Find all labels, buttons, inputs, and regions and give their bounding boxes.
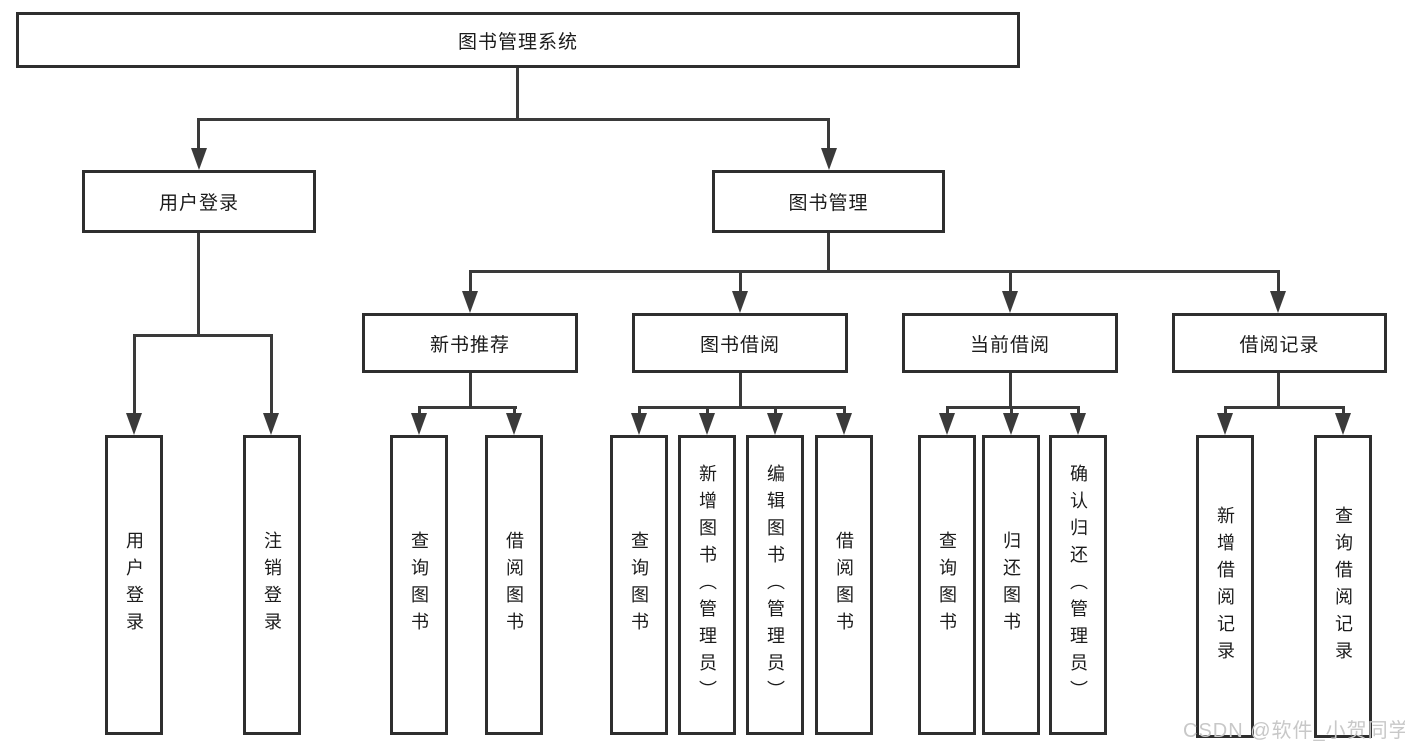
arrow-down-icon	[821, 148, 837, 170]
arrow-down-icon	[126, 413, 142, 435]
leaf-logout-label: 注销登录	[262, 531, 282, 639]
node-user-login: 用户登录	[82, 170, 316, 233]
node-borrowing-records: 借阅记录	[1172, 313, 1387, 373]
leaf-br-query-record: 查询借阅记录	[1314, 435, 1372, 738]
arrow-down-icon	[1335, 413, 1351, 435]
leaf-nb-query-books-label: 查询图书	[409, 531, 429, 639]
connector-line	[1277, 373, 1280, 409]
node-book-management-label: 图书管理	[788, 193, 869, 214]
connector-line	[739, 373, 742, 409]
leaf-user-login-label: 用户登录	[124, 531, 144, 639]
leaf-cb-return-books: 归还图书	[982, 435, 1040, 735]
leaf-bb-edit-books-admin-label: 编辑图书（管理员）	[765, 463, 785, 707]
node-current-borrowing: 当前借阅	[902, 313, 1118, 373]
arrow-down-icon	[263, 413, 279, 435]
leaf-cb-confirm-return-admin-label: 确认归还（管理员）	[1068, 463, 1088, 707]
leaf-user-login: 用户登录	[105, 435, 163, 735]
connector-line	[197, 118, 200, 152]
arrow-down-icon	[699, 413, 715, 435]
node-new-book-recommend-label: 新书推荐	[429, 334, 510, 356]
connector-line	[133, 334, 136, 430]
leaf-logout: 注销登录	[243, 435, 301, 735]
leaf-bb-add-books-admin-label: 新增图书（管理员）	[697, 463, 717, 707]
connector-line	[516, 68, 519, 120]
connector-line	[827, 118, 830, 152]
node-root: 图书管理系统	[16, 12, 1020, 68]
node-borrowing-records-label: 借阅记录	[1239, 334, 1320, 356]
leaf-nb-borrow-books: 借阅图书	[485, 435, 543, 735]
connector-line	[739, 270, 742, 295]
node-book-management: 图书管理	[712, 170, 945, 233]
leaf-bb-query-books-label: 查询图书	[629, 531, 649, 639]
arrow-down-icon	[411, 413, 427, 435]
connector-line	[469, 373, 472, 409]
node-new-book-recommend: 新书推荐	[362, 313, 578, 373]
leaf-bb-add-books-admin: 新增图书（管理员）	[678, 435, 736, 735]
connector-line	[1277, 270, 1280, 295]
leaf-cb-query-books-label: 查询图书	[937, 531, 957, 639]
leaf-cb-confirm-return-admin: 确认归还（管理员）	[1049, 435, 1107, 735]
arrow-down-icon	[1217, 413, 1233, 435]
node-root-label: 图书管理系统	[457, 31, 578, 53]
node-user-login-label: 用户登录	[158, 193, 239, 214]
arrow-down-icon	[767, 413, 783, 435]
leaf-bb-edit-books-admin: 编辑图书（管理员）	[746, 435, 804, 735]
arrow-down-icon	[462, 291, 478, 313]
leaf-bb-query-books: 查询图书	[610, 435, 668, 735]
connector-line	[197, 118, 830, 121]
leaf-br-add-record: 新增借阅记录	[1196, 435, 1254, 738]
leaf-br-query-record-label: 查询借阅记录	[1333, 505, 1353, 668]
connector-line	[1224, 406, 1344, 409]
connector-line	[270, 334, 273, 430]
arrow-down-icon	[1003, 413, 1019, 435]
arrow-down-icon	[1070, 413, 1086, 435]
leaf-br-add-record-label: 新增借阅记录	[1215, 505, 1235, 668]
arrow-down-icon	[191, 148, 207, 170]
arrow-down-icon	[631, 413, 647, 435]
leaf-bb-borrow-books-label: 借阅图书	[834, 531, 854, 639]
connector-line	[1009, 373, 1012, 409]
arrow-down-icon	[939, 413, 955, 435]
connector-line	[469, 270, 472, 295]
connector-line	[133, 334, 273, 337]
leaf-nb-query-books: 查询图书	[390, 435, 448, 735]
leaf-cb-return-books-label: 归还图书	[1001, 531, 1021, 639]
connector-line	[1009, 270, 1012, 295]
connector-line	[197, 233, 200, 337]
arrow-down-icon	[836, 413, 852, 435]
node-book-borrowing: 图书借阅	[632, 313, 848, 373]
leaf-bb-borrow-books: 借阅图书	[815, 435, 873, 735]
arrow-down-icon	[732, 291, 748, 313]
arrow-down-icon	[1270, 291, 1286, 313]
connector-line	[827, 233, 830, 273]
connector-line	[418, 406, 517, 409]
connector-line	[469, 270, 1280, 273]
csdn-watermark: CSDN @软件_小贺同学	[1183, 720, 1405, 742]
leaf-nb-borrow-books-label: 借阅图书	[504, 531, 524, 639]
connector-line	[638, 406, 845, 409]
arrow-down-icon	[506, 413, 522, 435]
node-book-borrowing-label: 图书借阅	[699, 334, 780, 356]
node-current-borrowing-label: 当前借阅	[969, 334, 1050, 356]
leaf-cb-query-books: 查询图书	[918, 435, 976, 735]
arrow-down-icon	[1002, 291, 1018, 313]
